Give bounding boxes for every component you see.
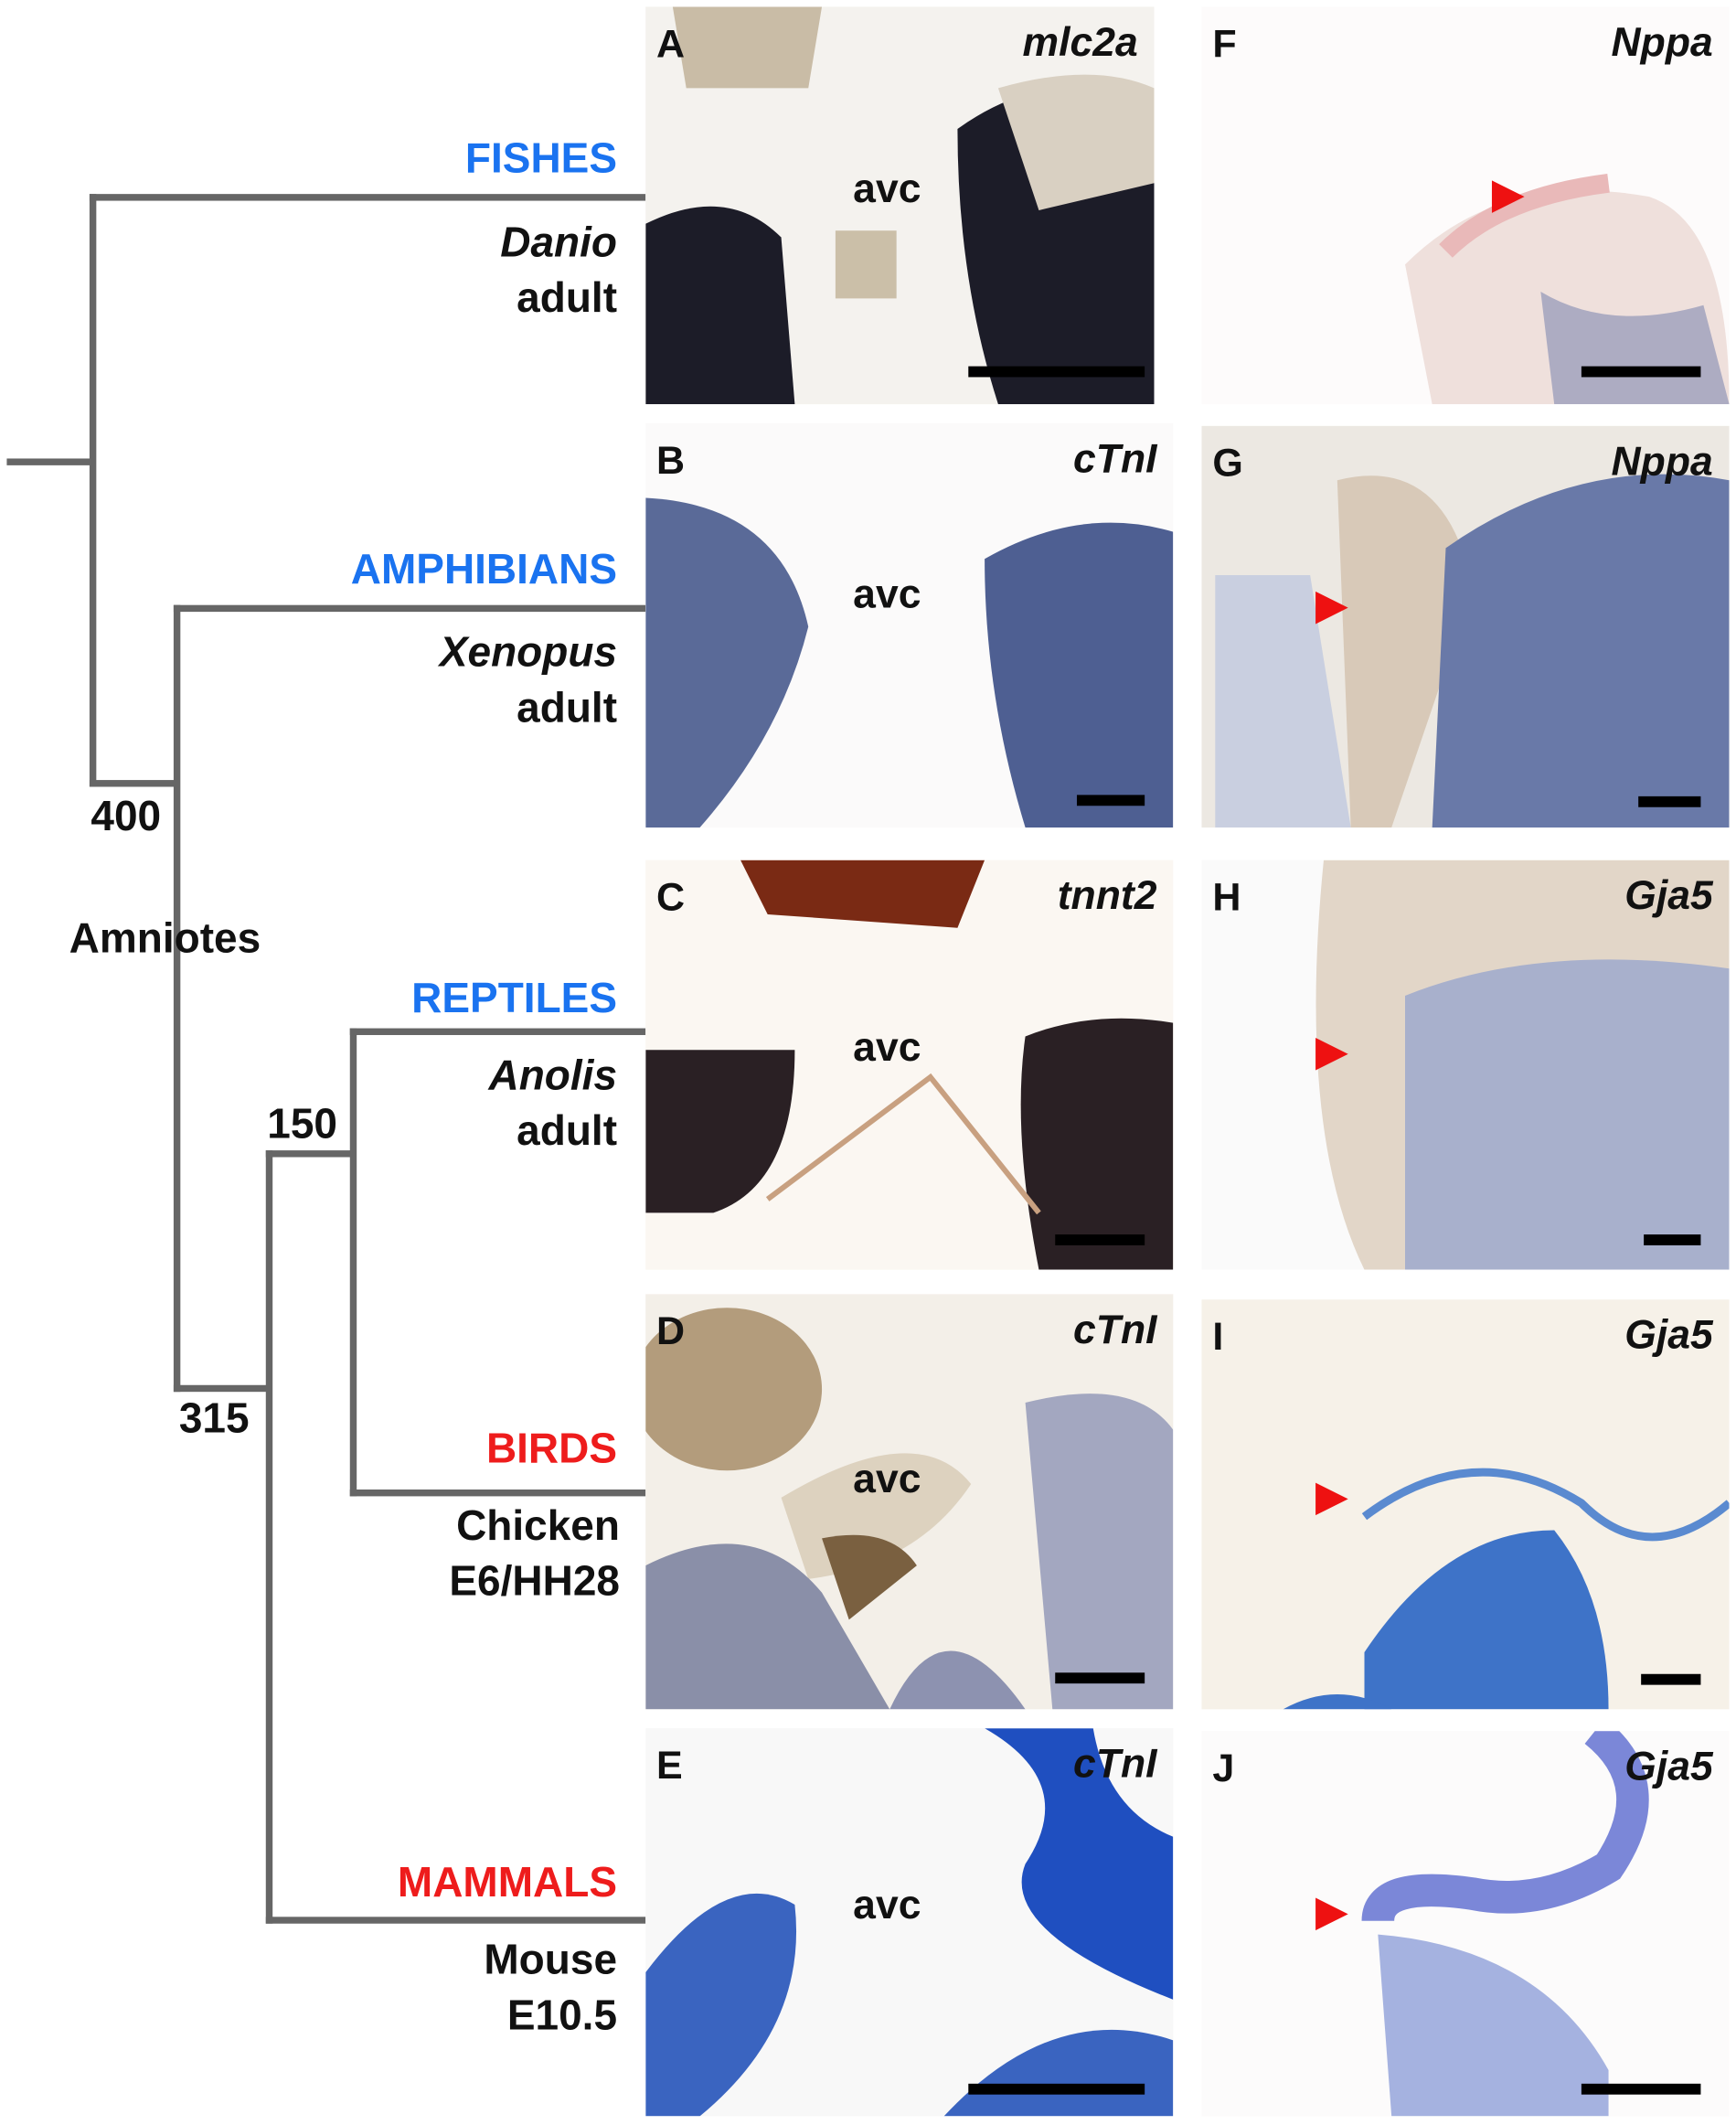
stage-label: E10.5 (506, 1991, 618, 2039)
scale-bar (968, 366, 1145, 378)
scale-bar (968, 2083, 1145, 2095)
red-arrowhead (1491, 180, 1525, 213)
tree-root-stem (6, 458, 95, 465)
tree-branch-reptiles (349, 1028, 646, 1035)
scale-bar (1581, 2083, 1701, 2095)
avc-label: avc (853, 572, 921, 618)
scale-bar (1641, 1673, 1701, 1685)
panel-letter: E (656, 1744, 683, 1789)
tree-branch (89, 194, 97, 787)
tree-branch (265, 1150, 356, 1158)
gene-label: cTnI (1073, 1741, 1157, 1787)
tree-branch-amphibians (173, 604, 646, 613)
tree-branch (173, 604, 181, 1393)
panel-g: G Nppa (1201, 425, 1730, 828)
node-age-150: 150 (267, 1100, 338, 1148)
tree-branch (349, 1028, 357, 1497)
gene-label: tnnt2 (1057, 873, 1157, 919)
gene-label: Nppa (1611, 20, 1713, 66)
tree-branch-birds (349, 1489, 646, 1497)
panel-f: F Nppa (1201, 6, 1730, 405)
panel-i: I Gja5 (1201, 1299, 1730, 1710)
gene-label: cTnI (1073, 1308, 1157, 1353)
gene-label: Nppa (1611, 439, 1713, 485)
red-arrowhead (1315, 1897, 1348, 1931)
stage-label: adult (517, 273, 618, 322)
amniotes-label: Amniotes (69, 913, 261, 962)
stage-label: adult (517, 683, 618, 731)
scale-bar (1581, 366, 1701, 378)
gene-label: mlc2a (1022, 20, 1138, 66)
panel-letter: G (1212, 442, 1243, 486)
scale-bar (1644, 1234, 1701, 1245)
tree-branch-mammals (265, 1917, 646, 1924)
node-age-400: 400 (91, 792, 162, 840)
tree-branch (173, 1384, 272, 1393)
species-label: Xenopus (439, 627, 618, 676)
gene-label: Gja5 (1624, 873, 1713, 919)
panel-h: H Gja5 (1201, 860, 1730, 1270)
stage-label: adult (517, 1106, 618, 1155)
scale-bar (1055, 1672, 1145, 1684)
panel-letter: B (656, 439, 686, 484)
species-label: Mouse (484, 1936, 618, 1984)
avc-label: avc (853, 1457, 921, 1502)
panel-letter: H (1212, 876, 1241, 920)
panel-c: C tnnt2 avc (645, 860, 1174, 1270)
tree-branch (265, 1150, 273, 1924)
red-arrowhead (1315, 1482, 1348, 1516)
panel-d: D cTnI avc (645, 1294, 1174, 1710)
tree-branch-fishes (89, 194, 646, 201)
gene-label: cTnI (1073, 436, 1157, 482)
stage-label: E6/HH28 (449, 1557, 621, 1606)
species-label: Anolis (488, 1051, 618, 1099)
clade-label-fishes: FISHES (464, 133, 618, 182)
avc-label: avc (853, 166, 921, 212)
tree-branch (89, 780, 179, 787)
gene-label: Gja5 (1624, 1313, 1713, 1359)
clade-label-reptiles: REPTILES (411, 974, 618, 1022)
red-arrowhead (1315, 1037, 1348, 1071)
panel-letter: C (656, 876, 686, 920)
panel-letter: I (1212, 1316, 1224, 1360)
clade-label-birds: BIRDS (485, 1424, 618, 1472)
panel-j: J Gja5 (1201, 1731, 1730, 2117)
panel-letter: J (1212, 1746, 1235, 1791)
panel-e: E cTnI avc (645, 1728, 1174, 2117)
avc-label: avc (853, 1025, 921, 1071)
panel-letter: F (1212, 23, 1237, 67)
red-arrowhead (1315, 591, 1348, 625)
panel-letter: D (656, 1310, 686, 1354)
node-age-315: 315 (178, 1394, 250, 1443)
panel-b: B cTnI avc (645, 422, 1174, 828)
species-label: Danio (500, 218, 618, 266)
species-label: Chicken (456, 1501, 621, 1550)
clade-label-mammals: MAMMALS (397, 1858, 618, 1906)
panel-a: A mlc2a avc (645, 6, 1155, 405)
scale-bar (1076, 795, 1145, 806)
gene-label: Gja5 (1624, 1744, 1713, 1789)
panel-letter: A (656, 23, 686, 67)
scale-bar (1638, 796, 1701, 807)
scale-bar (1055, 1234, 1145, 1245)
clade-label-amphibians: AMPHIBIANS (350, 545, 618, 593)
avc-label: avc (853, 1883, 921, 1928)
